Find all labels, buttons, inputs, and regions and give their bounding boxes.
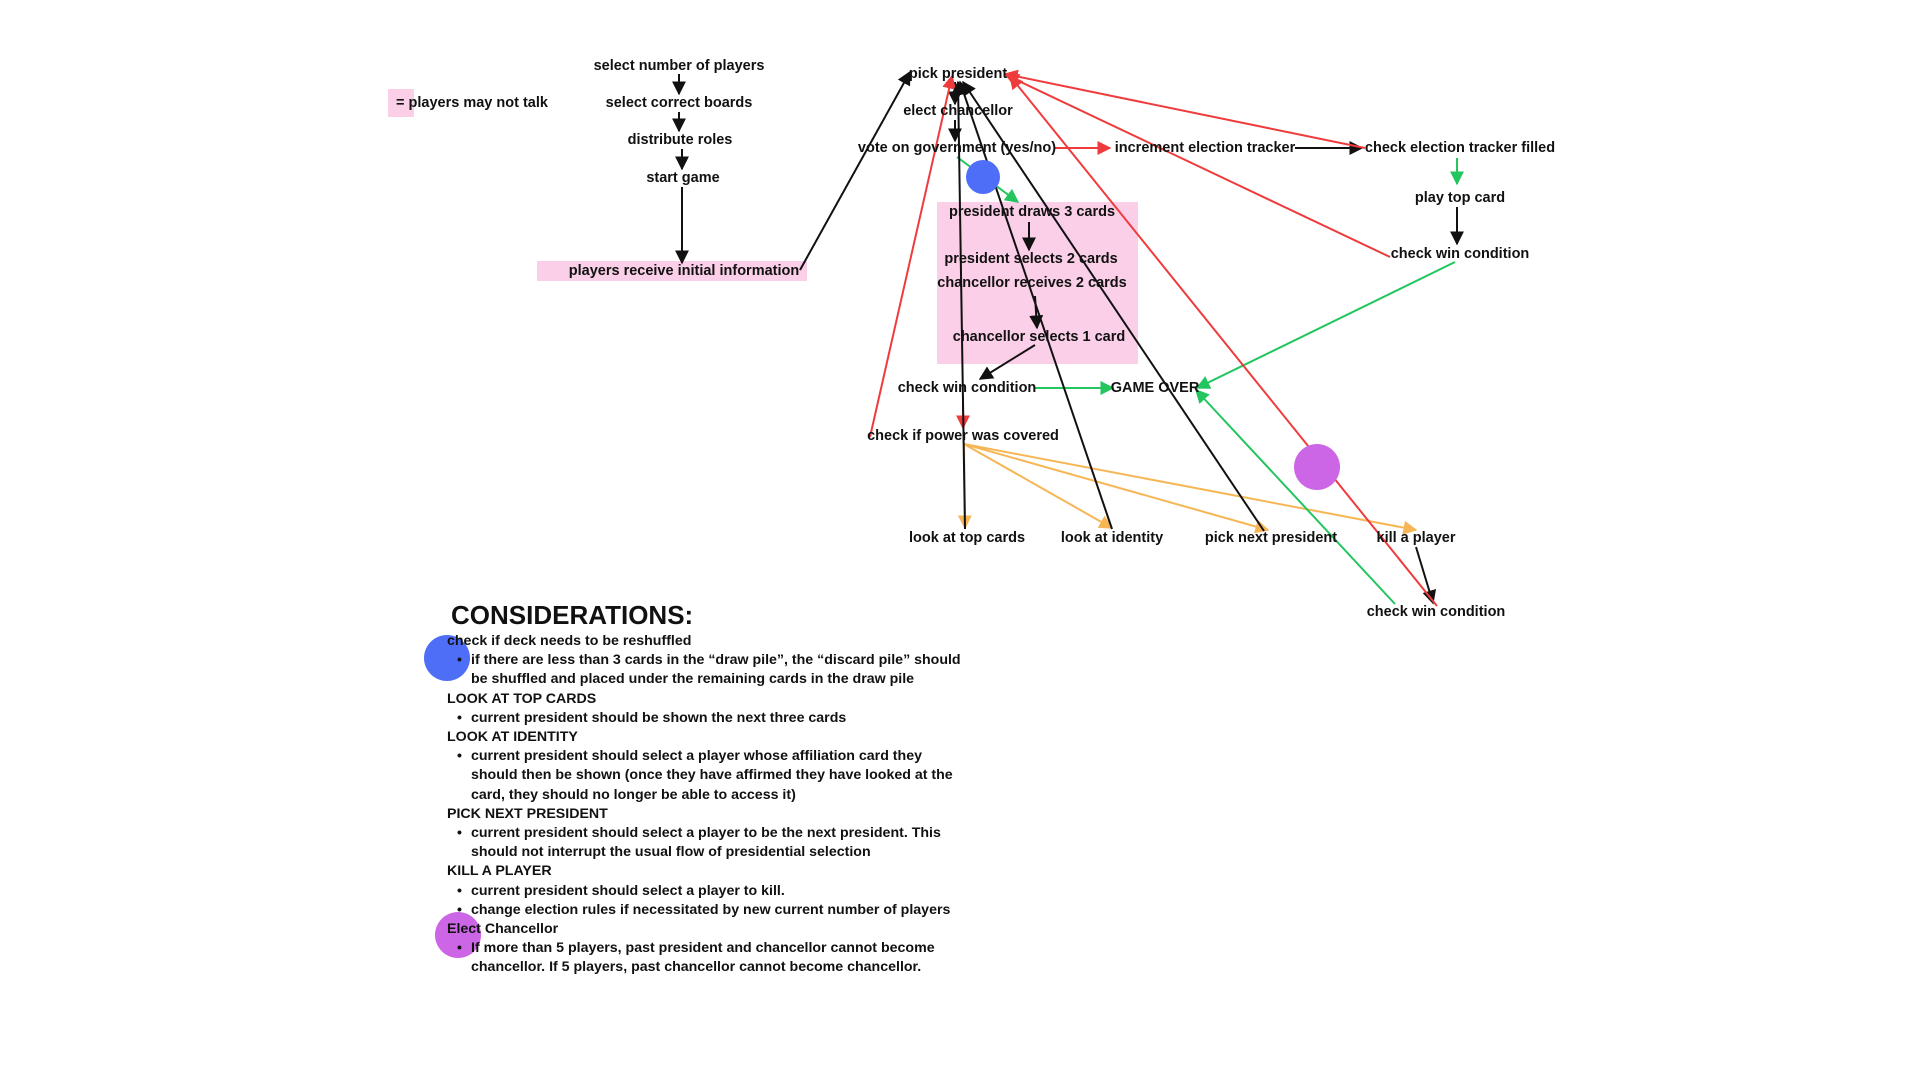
consideration-bullet: current president should select a player…	[457, 824, 967, 862]
node-game-over: GAME OVER	[1110, 379, 1200, 396]
consideration-section: PICK NEXT PRESIDENT current president sh…	[447, 805, 967, 863]
node-chancellor-selects: chancellor selects 1 card	[952, 328, 1126, 345]
node-look-top-cards: look at top cards	[908, 529, 1026, 546]
arrow-initial-to-president	[799, 70, 911, 271]
consideration-heading: Elect Chancellor	[447, 921, 559, 938]
node-elect-chancellor: elect chancellor	[903, 102, 1013, 119]
consideration-bullet: change election rules if necessitated by…	[457, 901, 967, 920]
node-president-draws: president draws 3 cards	[948, 203, 1116, 220]
arrow-power-to-president	[869, 74, 957, 438]
node-pick-next-president: pick next president	[1204, 529, 1338, 546]
arrow-win-kill-to-president	[1009, 74, 1438, 607]
node-play-top-card: play top card	[1414, 189, 1506, 206]
node-chancellor-receives: chancellor receives 2 cards	[937, 274, 1127, 291]
arrow-tracker-to-president	[1003, 69, 1366, 149]
consideration-bullet: current president should select a player…	[457, 882, 967, 901]
arrow-win-kill-to-gameover	[1195, 388, 1396, 605]
purple-dot-diagram	[1294, 444, 1340, 490]
node-start-game: start game	[646, 169, 720, 186]
consideration-heading: check if deck needs to be reshuffled	[447, 633, 692, 649]
node-check-win-kill: check win condition	[1366, 603, 1506, 620]
consideration-bullet: current president should be shown the ne…	[457, 709, 967, 728]
node-initial-info: players receive initial information	[568, 262, 800, 279]
node-select-boards: select correct boards	[605, 94, 753, 111]
consideration-heading: KILL A PLAYER	[447, 863, 552, 880]
arrow-power-to-nextpres	[963, 443, 1270, 534]
node-look-identity: look at identity	[1060, 529, 1164, 546]
node-check-tracker: check election tracker filled	[1364, 139, 1556, 156]
consideration-section: LOOK AT IDENTITY current president shoul…	[447, 728, 967, 805]
consideration-heading: LOOK AT TOP CARDS	[447, 690, 597, 707]
node-pick-president: pick president	[908, 65, 1008, 82]
consideration-heading: PICK NEXT PRESIDENT	[447, 805, 608, 822]
arrow-lookcards-to-president	[951, 80, 966, 530]
node-kill-player: kill a player	[1376, 529, 1456, 546]
consideration-section: KILL A PLAYER current president should s…	[447, 862, 967, 920]
legislative-session-highlight	[937, 202, 1138, 364]
consideration-bullet: if there are less than 3 cards in the “d…	[457, 651, 967, 689]
node-vote: vote on government (yes/no)	[857, 139, 1057, 156]
arrow-identity-to-president	[957, 80, 1113, 530]
node-check-power: check if power was covered	[867, 427, 1059, 444]
arrow-power-to-kill	[963, 443, 1418, 535]
node-check-win-policy: check win condition	[897, 379, 1037, 396]
blue-dot-considerations	[424, 635, 470, 681]
arrow-kill-to-win	[1415, 546, 1437, 605]
legend-text: = players may not talk	[396, 94, 548, 111]
considerations-title: CONSIDERATIONS:	[451, 600, 694, 630]
consideration-heading: LOOK AT IDENTITY	[447, 729, 578, 746]
initial-info-highlight	[537, 261, 807, 281]
consideration-bullet: current president should select a player…	[457, 747, 967, 805]
node-select-players: select number of players	[593, 57, 765, 74]
arrow-power-to-identity	[963, 443, 1114, 529]
node-distribute-roles: distribute roles	[627, 131, 733, 148]
blue-dot-diagram	[966, 160, 1000, 194]
consideration-bullet: If more than 5 players, past president a…	[457, 939, 967, 977]
node-check-win-tracker: check win condition	[1390, 245, 1530, 262]
consideration-section: check if deck needs to be reshuffled if …	[447, 632, 967, 690]
arrow-nextpres-to-president	[962, 80, 1265, 532]
arrow-win-tracker-to-president	[1004, 74, 1391, 258]
arrow-chselects-to-win	[978, 344, 1036, 380]
node-increment-tracker: increment election tracker	[1114, 139, 1296, 156]
arrow-win-tracker-to-gameover	[1195, 261, 1456, 389]
consideration-section: Elect Chancellor If more than 5 players,…	[447, 920, 967, 978]
node-president-selects: president selects 2 cards	[944, 250, 1118, 267]
legend-swatch	[388, 89, 414, 117]
considerations-panel: CONSIDERATIONS: check if deck needs to b…	[447, 600, 967, 978]
consideration-section: LOOK AT TOP CARDS current president shou…	[447, 690, 967, 729]
